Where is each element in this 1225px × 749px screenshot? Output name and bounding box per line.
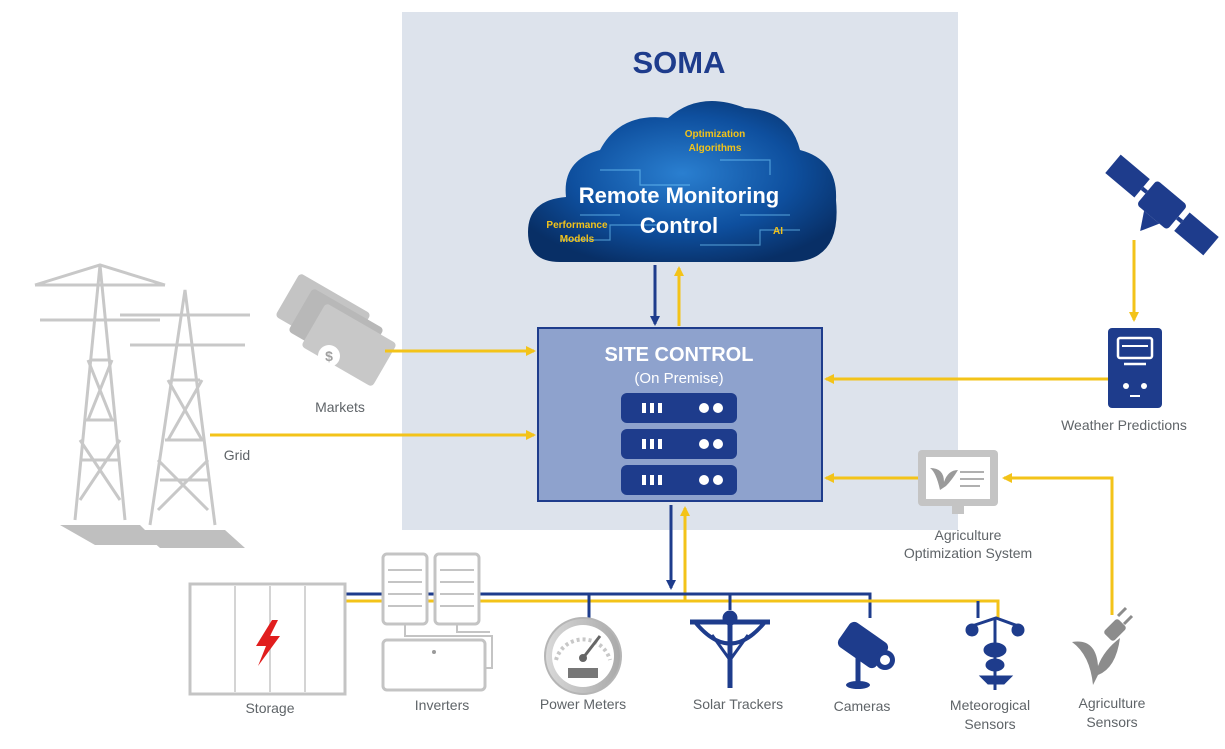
label-solar-trackers: Solar Trackers [693, 696, 783, 712]
cloud-shape [528, 100, 837, 263]
tag-ai: AI [773, 226, 783, 237]
tag-performance-1: Performance [546, 220, 608, 231]
weather-station-icon [1108, 328, 1162, 408]
remote-monitoring-cloud[interactable]: Remote Monitoring Control Optimization A… [528, 100, 837, 263]
battery-storage-icon [188, 582, 347, 696]
label-grid: Grid [224, 447, 250, 463]
satellite-icon [1105, 154, 1219, 256]
monitor-plant-icon [918, 450, 998, 514]
line-agri-sensors [1002, 473, 1114, 615]
inverter-icon [381, 552, 493, 692]
label-meteo-1: Meteorogical [950, 697, 1030, 713]
tag-performance-2: Models [560, 234, 595, 245]
label-agri-opt-2: Optimization System [904, 545, 1032, 561]
site-control-box[interactable]: SITE CONTROL (On Premise) [537, 327, 823, 502]
svg-text:$: $ [325, 348, 333, 364]
tag-optimization-1: Optimization [685, 129, 746, 140]
tag-optimization-2: Algorithms [689, 143, 742, 154]
site-control-title: SITE CONTROL [605, 344, 754, 366]
solar-tracker-icon [690, 610, 770, 688]
server-rack-icon [621, 393, 737, 495]
label-meteo-2: Sensors [964, 716, 1015, 732]
label-inverters: Inverters [415, 697, 469, 713]
camera-icon [837, 621, 895, 689]
gauge-icon [544, 617, 622, 695]
label-power-meters: Power Meters [540, 696, 626, 712]
label-storage: Storage [245, 700, 294, 716]
label-cameras: Cameras [834, 698, 891, 714]
label-agri-opt-1: Agriculture [935, 527, 1002, 543]
label-agri-sensors-1: Agriculture [1079, 695, 1146, 711]
plant-plug-icon [1072, 606, 1134, 685]
cloud-title-line1: Remote Monitoring [579, 183, 779, 208]
cloud-circuit-lines [560, 159, 800, 246]
site-control-subtitle: (On Premise) [634, 370, 723, 387]
wind-vane-icon [965, 616, 1025, 690]
soma-title: SOMA [633, 45, 726, 80]
cloud-title-line2: Control [640, 213, 718, 238]
money-stack-icon: $ [276, 274, 396, 386]
tower-base-shadow [60, 525, 245, 548]
transmission-tower-icon [34, 263, 250, 526]
label-weather-predictions: Weather Predictions [1061, 417, 1187, 433]
label-agri-sensors-2: Sensors [1086, 714, 1137, 730]
label-markets: Markets [315, 399, 365, 415]
